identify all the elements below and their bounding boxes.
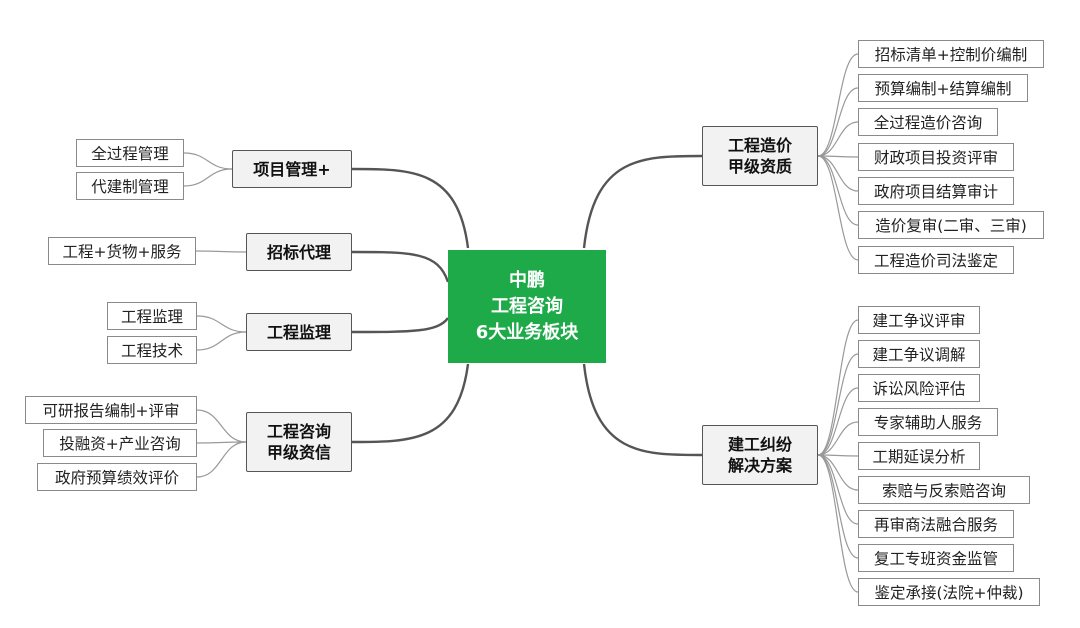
topic-label-line-1: 建工纠纷	[727, 435, 792, 454]
leaf-item: 再审商法融合服务	[858, 510, 1014, 538]
leaf-item: 建工争议评审	[858, 306, 980, 334]
leaf-connector	[817, 155, 859, 158]
main-connector	[351, 363, 470, 444]
leaf-connector	[183, 152, 233, 170]
leaf-item: 预算编制+结算编制	[858, 74, 1028, 102]
center-line-1: 中鹏	[509, 269, 545, 291]
center-line-3: 6大业务板块	[475, 321, 579, 343]
leaf-connector	[817, 387, 859, 456]
leaf-connector	[195, 250, 247, 253]
leaf-item: 工程监理	[107, 302, 197, 330]
leaf-connector	[817, 454, 859, 559]
topic-project-management: 项目管理+	[232, 150, 352, 188]
leaf-connector	[817, 53, 859, 157]
leaf-connector	[196, 441, 247, 478]
leaf-item: 政府项目结算审计	[858, 177, 1014, 205]
leaf-item: 代建制管理	[76, 172, 184, 200]
main-connector	[351, 317, 449, 334]
leaf-connector	[817, 421, 859, 456]
topic-bidding-agency: 招标代理	[246, 233, 352, 271]
leaf-item: 全过程管理	[76, 139, 184, 167]
topic-label-line-2: 甲级资信	[266, 443, 331, 462]
leaf-item: 工程+货物+服务	[48, 237, 196, 265]
topic-label: 工程监理	[266, 322, 331, 342]
topic-label-line-2: 解决方案	[727, 456, 792, 475]
leaf-connector	[196, 441, 247, 444]
leaf-item: 工程技术	[107, 336, 197, 364]
leaf-item: 诉讼风险评估	[858, 374, 980, 402]
leaf-item: 鉴定承接(法院+仲裁)	[858, 578, 1040, 606]
leaf-connector	[817, 454, 859, 593]
topic-label-line-2: 甲级资质	[727, 157, 792, 176]
leaf-connector	[196, 409, 247, 443]
leaf-connector	[196, 331, 247, 351]
leaf-connector	[817, 353, 859, 456]
topic-label: 项目管理+	[253, 159, 331, 179]
topic-label: 招标代理	[266, 242, 331, 262]
leaf-item: 政府预算绩效评价	[37, 463, 197, 491]
leaf-connector	[817, 319, 859, 456]
leaf-connector	[183, 168, 233, 187]
leaf-item: 投融资+产业咨询	[43, 429, 197, 457]
center-node: 中鹏 工程咨询 6大业务板块	[448, 250, 606, 363]
leaf-item: 招标清单+控制价编制	[858, 40, 1044, 68]
main-connector	[582, 363, 703, 457]
leaf-item: 专家辅助人服务	[858, 408, 998, 436]
leaf-item: 财政项目投资评审	[858, 143, 1014, 171]
leaf-connector	[817, 121, 859, 157]
leaf-item: 可研报告编制+评审	[25, 396, 197, 424]
leaf-item: 复工专班资金监管	[858, 544, 1014, 572]
leaf-connector	[817, 155, 859, 226]
leaf-connector	[817, 87, 859, 157]
topic-cost-consulting: 工程造价 甲级资质	[702, 126, 818, 186]
topic-construction-dispute: 建工纠纷 解决方案	[702, 425, 818, 485]
topic-engineering-consulting: 工程咨询 甲级资信	[246, 412, 352, 472]
leaf-item: 建工争议调解	[858, 340, 980, 368]
leaf-connector	[817, 155, 859, 261]
main-connector	[351, 250, 450, 283]
topic-label-line-1: 工程造价	[727, 136, 792, 155]
leaf-item: 全过程造价咨询	[858, 108, 998, 136]
topic-engineering-supervision: 工程监理	[246, 313, 352, 351]
leaf-item: 造价复审(二审、三审)	[858, 211, 1044, 239]
center-line-2: 工程咨询	[491, 295, 563, 317]
leaf-connector	[817, 454, 859, 525]
leaf-item: 索赔与反索赔咨询	[858, 476, 1030, 504]
main-connector	[582, 154, 703, 249]
leaf-item: 工程造价司法鉴定	[858, 246, 1014, 274]
leaf-item: 工期延误分析	[858, 442, 980, 470]
leaf-connector	[817, 155, 859, 192]
topic-label-line-1: 工程咨询	[266, 422, 331, 441]
leaf-connector	[196, 315, 247, 333]
main-connector	[351, 167, 470, 249]
leaf-connector	[817, 454, 859, 457]
